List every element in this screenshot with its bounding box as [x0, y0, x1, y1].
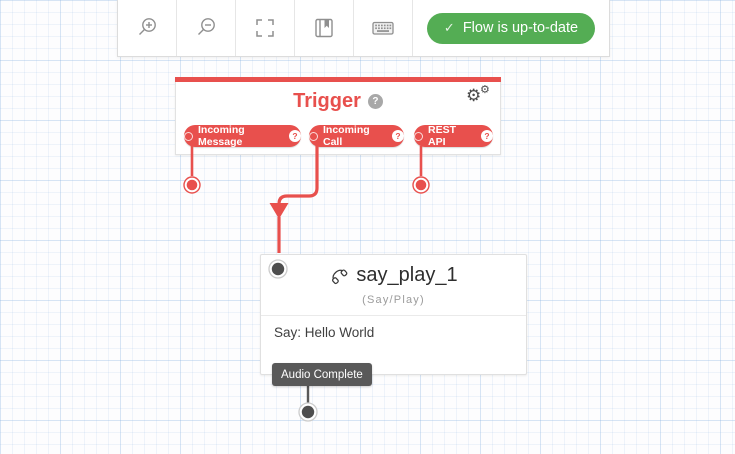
- phone-handset-icon: [332, 268, 348, 284]
- trigger-settings-button[interactable]: ⚙ ⚙: [466, 84, 492, 110]
- fit-screen-icon: [256, 19, 274, 37]
- trigger-accent-bar: [175, 77, 501, 82]
- notebook-icon: [315, 18, 333, 38]
- widget-title-row: say_play_1: [261, 264, 526, 287]
- audio-complete-port-dot[interactable]: [301, 405, 315, 419]
- fit-to-screen-button[interactable]: [236, 0, 295, 56]
- port-ring[interactable]: [412, 176, 430, 194]
- gear-small-icon: ⚙: [480, 83, 490, 96]
- pill-label: Incoming Call: [323, 124, 370, 148]
- transition-label-audio-complete: Audio Complete: [272, 363, 372, 386]
- port-circle-icon: [309, 131, 318, 141]
- connector-incoming-call-to-say-play: [277, 146, 319, 206]
- divider: [261, 315, 526, 316]
- keyboard-shortcuts-button[interactable]: [354, 0, 413, 56]
- trigger-pill-incoming-call[interactable]: Incoming Call ?: [309, 124, 404, 148]
- flow-status-label: Flow is up-to-date: [462, 20, 579, 36]
- trigger-widget[interactable]: Trigger ? ⚙ ⚙ Incoming Message ? Incomin…: [175, 77, 501, 155]
- zoom-out-button[interactable]: [177, 0, 236, 56]
- pill-label: Incoming Message: [198, 124, 245, 148]
- port-circle-icon: [414, 131, 423, 141]
- port-circle-icon: [184, 131, 193, 141]
- trigger-pill-rest-api[interactable]: REST API ?: [414, 124, 493, 148]
- pill-help-icon[interactable]: ?: [392, 130, 404, 142]
- zoom-in-icon: [139, 18, 156, 35]
- trigger-pill-incoming-message[interactable]: Incoming Message ?: [184, 124, 301, 148]
- pill-help-icon[interactable]: ?: [289, 130, 301, 142]
- status-area: ✓ Flow is up-to-date: [413, 0, 609, 56]
- canvas-toolbar: ✓ Flow is up-to-date: [117, 0, 610, 57]
- port-ring[interactable]: [183, 176, 201, 194]
- widget-type-label: (Say/Play): [362, 294, 425, 306]
- execution-log-button[interactable]: [295, 0, 354, 56]
- say-play-widget[interactable]: say_play_1 (Say/Play) Say: Hello World: [260, 254, 527, 375]
- keyboard-icon: [372, 21, 394, 35]
- pill-label: REST API: [428, 124, 457, 148]
- zoom-in-button[interactable]: [118, 0, 177, 56]
- flow-status-button[interactable]: ✓ Flow is up-to-date: [426, 12, 596, 44]
- trigger-title: Trigger: [293, 90, 361, 112]
- trigger-title-row: Trigger ?: [176, 90, 500, 113]
- rest-api-port-dot[interactable]: [415, 179, 427, 191]
- widget-title: say_play_1: [356, 264, 458, 286]
- connector-arrowhead-icon: [269, 203, 289, 219]
- check-icon: ✓: [443, 20, 455, 36]
- pill-help-icon[interactable]: ?: [481, 130, 493, 142]
- trigger-help-icon[interactable]: ?: [367, 94, 383, 109]
- zoom-out-icon: [198, 18, 215, 35]
- audio-complete-port-ring[interactable]: [298, 402, 318, 422]
- widget-body-text: Say: Hello World: [274, 325, 375, 340]
- gear-icon: ⚙: [466, 86, 482, 106]
- incoming-message-port-dot[interactable]: [186, 179, 198, 191]
